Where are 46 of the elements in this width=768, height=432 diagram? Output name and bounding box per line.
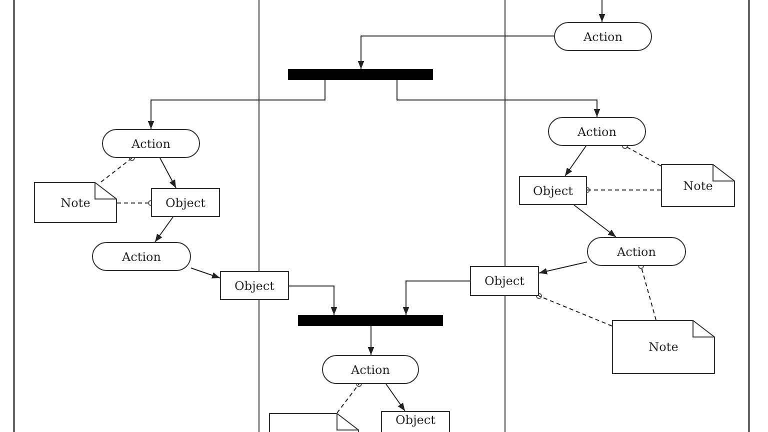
arrow [598,0,606,22]
arrow [402,280,470,316]
arrow [190,268,220,278]
dashed-connector [622,143,662,166]
action-node [102,129,200,158]
node-label: Note [683,178,713,192]
node-label: Object [533,184,573,198]
arrow [358,36,554,70]
action-node [92,242,191,271]
dashed-connector [336,381,362,414]
dashed-connector [536,293,612,326]
arrow [148,80,326,130]
object-node [519,176,587,205]
node-label: Action [584,30,622,44]
arrow [160,158,176,188]
arrow [368,326,374,356]
arrow [538,262,588,274]
action-node [587,237,686,266]
arrow [288,286,338,316]
object-node [220,271,289,300]
action-node [548,117,646,146]
node-label: Note [648,340,678,354]
node-label: Action [351,362,390,376]
dashed-connector [638,263,656,320]
sync-bar [298,315,443,326]
node-label: Action [578,124,616,138]
action-node [322,355,419,384]
object-node [470,266,539,296]
sync-bar [288,69,433,80]
node-label: Action [617,244,656,258]
object-node [381,411,450,432]
action-node [554,22,652,51]
node-label: Action [132,136,170,150]
node-label: Object [484,274,524,288]
node-label: Object [396,413,436,427]
arrow [574,204,616,238]
dashed-connector [100,155,135,182]
object-node [151,188,220,217]
node-label: Action [122,250,161,264]
arrow [386,384,406,412]
arrow [154,216,174,242]
node-label: Note [60,196,90,210]
arrow [396,80,600,118]
node-label: Object [166,196,206,210]
node-label: Object [234,278,274,292]
arrow [564,146,586,176]
